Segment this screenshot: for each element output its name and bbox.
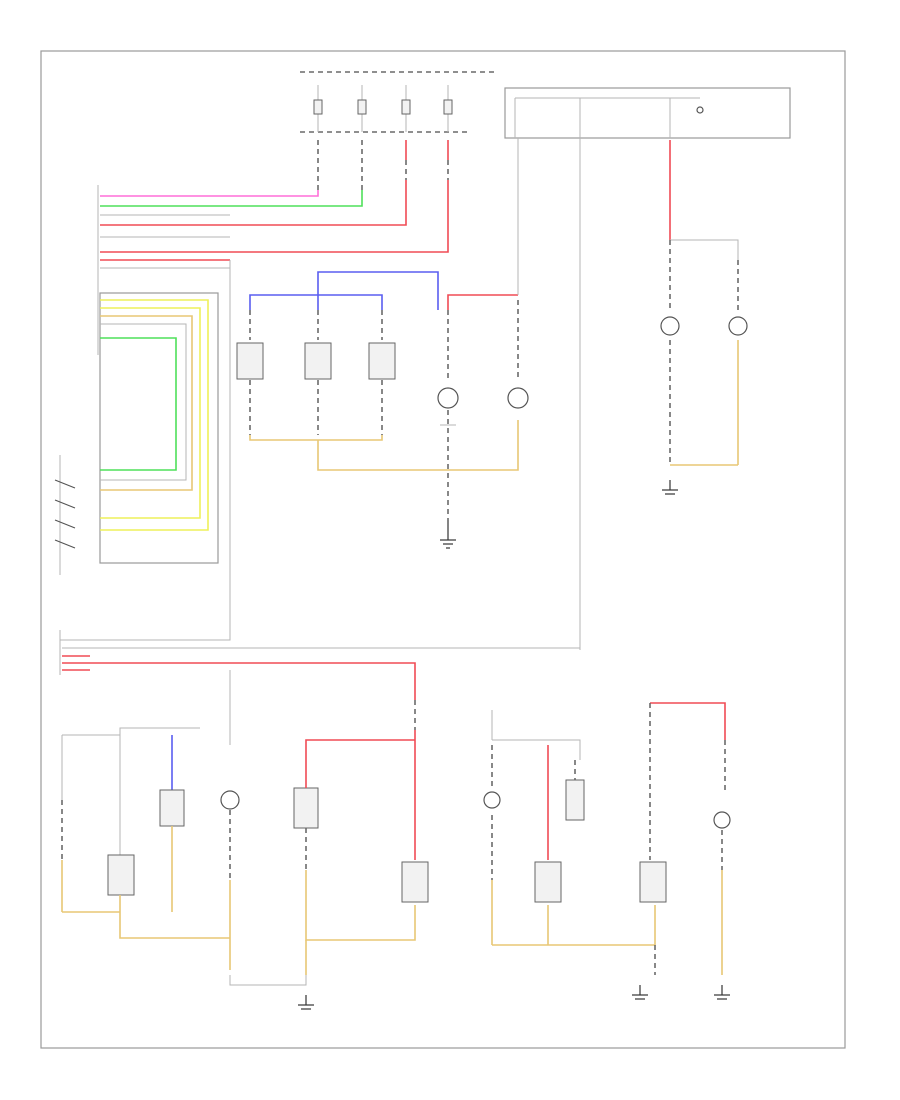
lower-right-lamp-a xyxy=(483,791,501,809)
lamp-1 xyxy=(236,342,264,380)
ground-main-symbol xyxy=(440,520,456,549)
relay-box xyxy=(504,87,791,139)
lower-lamp-c xyxy=(293,787,319,829)
lower-right-lamp-c xyxy=(713,811,731,829)
ground-far-right-symbol xyxy=(714,985,730,1000)
lower-switch-b xyxy=(401,861,429,903)
ground-mid-symbol xyxy=(632,985,648,1000)
lower-lamp-b xyxy=(159,789,185,827)
lower-right-group xyxy=(483,702,731,1000)
lower-right-lamp-b xyxy=(565,779,585,821)
ground-right-symbol xyxy=(662,480,678,495)
center-indicator xyxy=(437,387,459,409)
middle-harness xyxy=(59,260,581,860)
lamp-3 xyxy=(368,342,396,380)
lower-left-group xyxy=(61,727,429,1010)
lower-right-switch-b xyxy=(639,861,667,903)
lower-lamp-a xyxy=(107,854,135,896)
lower-right-switch-a xyxy=(534,861,562,903)
center-lamp-group xyxy=(236,138,581,650)
fuse-1 xyxy=(313,99,323,115)
ground-left-symbol xyxy=(298,995,314,1010)
lamp-2 xyxy=(304,342,332,380)
right-lamp-group xyxy=(660,140,748,495)
fuse-box-section xyxy=(300,71,495,133)
switch-module xyxy=(54,292,219,575)
fuse-3 xyxy=(401,99,411,115)
center-switch xyxy=(507,387,529,409)
right-lamp-2 xyxy=(728,316,748,336)
right-lamp-1 xyxy=(660,316,680,336)
fuse-2 xyxy=(357,99,367,115)
diagram-frame xyxy=(40,50,846,1049)
top-wire-bundle xyxy=(97,140,449,355)
lower-switch-a xyxy=(220,790,240,810)
fuse-4 xyxy=(443,99,453,115)
